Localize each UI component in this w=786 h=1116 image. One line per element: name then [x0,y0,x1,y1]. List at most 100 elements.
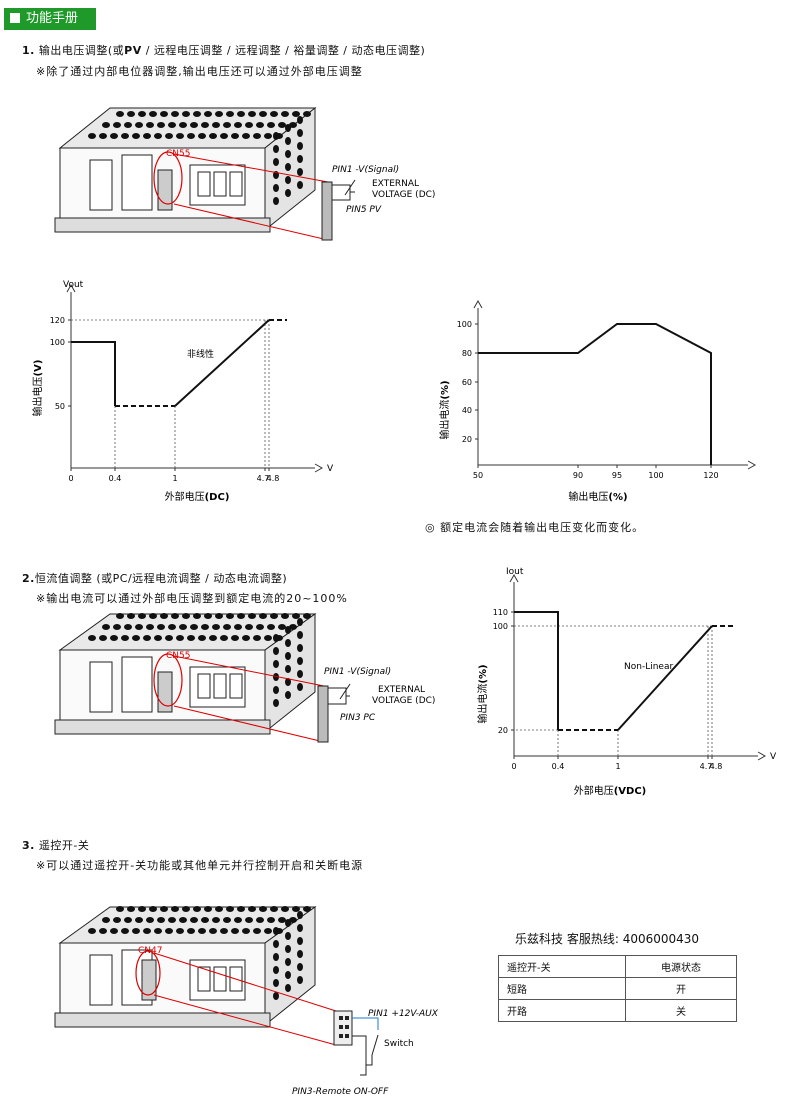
vent-hole [99,133,107,139]
vent-hole [116,906,124,912]
vent-hole [176,928,184,934]
vent-hole [110,635,118,641]
vent-hole [234,624,242,630]
contact-line: 乐兹科技 客服热线: 4006000430 [515,930,699,947]
vent-hole [215,613,223,619]
y-tick-label: 110 [493,608,508,617]
vent-hole [132,928,140,934]
vent-hole [143,635,151,641]
vent-hole [242,635,250,641]
vent-hole [132,133,140,139]
connector-block [321,181,333,241]
vent-hole [154,928,162,934]
vent-hole [273,992,279,1000]
vent-hole [281,111,289,117]
vent-hole [285,958,291,966]
y-axis-label: 输出电流(%) [438,380,451,439]
vent-hole [270,613,278,619]
x-tick-label: 100 [648,471,663,480]
vent-hole [198,133,206,139]
vent-hole [256,122,264,128]
vent-hole [297,618,303,626]
vent-hole [303,906,311,912]
y-tick-label: 80 [462,349,472,358]
vent-hole [303,613,311,619]
table-header: 遥控开-关 [498,955,626,978]
connector-label: CN55 [166,149,190,159]
vent-hole [165,928,173,934]
remote-table: 遥控开-关 电源状态 短路 开 开路 关 [498,955,737,1022]
vent-hole [248,111,256,117]
vent-hole [99,928,107,934]
vent-hole [223,624,231,630]
vent-hole [160,111,168,117]
connector-label: CN55 [166,651,190,661]
vent-hole [297,924,303,932]
vent-hole [234,122,242,128]
vent-hole [267,122,275,128]
y-tick-label: 20 [498,726,508,735]
contact-phone: 4006000430 [622,932,700,946]
vent-hole [99,635,107,641]
vent-hole [245,917,253,923]
psu-diagram-3: CN47 PIN1 +12V-AUX Switch PIN3-Remote ON… [54,906,439,1097]
section1-title: 1. 输出电压调整(或PV / 远程电压调整 / 远程调整 / 裕量调整 / 动… [22,42,425,58]
y-axis-label-a: 输出电流 [476,684,489,724]
vent-hole [285,626,291,634]
vent-hole [297,657,303,665]
vent-hole [204,111,212,117]
vent-hole [245,624,253,630]
y-tick-label: 100 [457,320,472,329]
vent-hole [273,927,279,935]
callout-lines [153,952,337,1046]
y-axis-label-a: 输出电流 [438,400,451,440]
vent-hole [285,189,291,197]
arrow-icon [339,683,351,700]
x-tick-label: 0 [511,762,516,771]
callout-lines [173,153,329,241]
vent-hole [281,613,289,619]
y-axis-label-b: (%) [478,664,489,683]
y-tick-label: 120 [50,316,65,325]
vent-hole [281,906,289,912]
pin-bottom-label: PIN3-Remote ON-OFF [292,1087,389,1097]
pin-top-label: PIN1 +12V-AUX [368,1009,439,1019]
vent-hole [171,906,179,912]
vent-hole [273,158,279,166]
vent-hole [285,137,291,145]
vent-hole [273,660,279,668]
vent-hole [193,906,201,912]
vent-hole [171,111,179,117]
vent-hole [121,133,129,139]
vent-hole [138,613,146,619]
vent-hole [234,917,242,923]
pin-top-label: PIN1 -V(Signal) [332,165,399,175]
vent-hole [190,624,198,630]
vent-hole [259,111,267,117]
vent-hole [289,917,297,923]
x-axis-label: 输出电压(%) [568,490,627,503]
vent-hole [215,906,223,912]
vent-hole [198,928,206,934]
vent-hole [226,613,234,619]
vent-hole [237,906,245,912]
vent-hole [154,133,162,139]
vent-hole [154,635,162,641]
series-line [71,341,116,406]
psu-diagram-2: CN55 PIN1 -V(Signal) EXTERNAL VOLTAGE (D… [54,613,435,743]
vent-hole [220,635,228,641]
table-cell: 开路 [498,999,626,1022]
vent-hole [285,932,291,940]
vent-hole [285,163,291,171]
vent-hole [273,132,279,140]
vent-hole [135,624,143,630]
psu-components [89,656,246,713]
vent-hole [212,122,220,128]
vent-hole [297,937,303,945]
vent-hole [297,168,303,176]
vent-hole [88,133,96,139]
vent-hole [146,122,154,128]
vent-hole [297,631,303,639]
